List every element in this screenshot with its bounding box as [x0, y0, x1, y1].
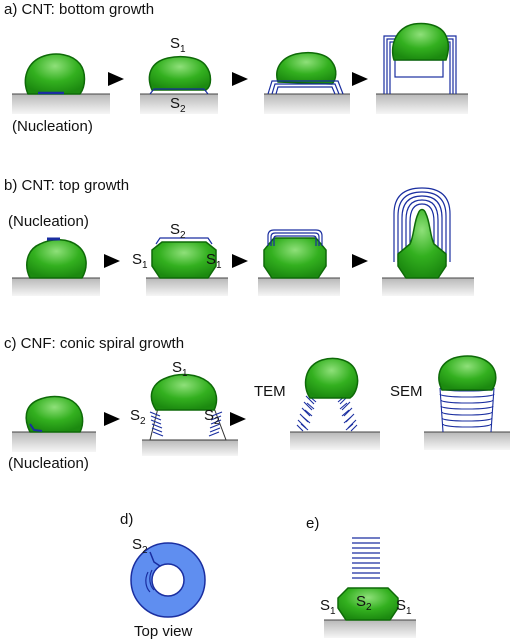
- panel-b-stage-2: [146, 237, 228, 296]
- spiral-graphene-layers-right: [337, 395, 358, 432]
- catalyst-particle: [438, 355, 497, 391]
- panel-c-s2-right-label: S2: [204, 407, 220, 427]
- catalyst-particle: [263, 237, 327, 279]
- panel-b-s1-left-label: S1: [132, 251, 148, 271]
- nanotube-wall: [149, 88, 209, 95]
- catalyst-particle: [397, 208, 447, 279]
- panel-d: d) S2 Top view: [120, 511, 206, 640]
- arrow-right-icon: [104, 254, 120, 268]
- catalyst-particle: [276, 51, 337, 85]
- catalyst-particle: [151, 241, 217, 279]
- panel-c: c) CNF: conic spiral growth (Nucleation): [4, 335, 510, 472]
- nanotube-wall: [275, 86, 336, 95]
- panel-a-heading: a) CNT: bottom growth: [4, 1, 154, 18]
- panel-b-stage-1: [12, 237, 100, 296]
- nanotube-wall: [273, 235, 317, 246]
- panel-b: b) CNT: top growth (Nucleation) S2 S1 S1: [4, 177, 474, 296]
- panel-b-s1-right-label: S1: [206, 251, 222, 271]
- arrow-right-icon: [232, 72, 248, 86]
- substrate: [146, 278, 228, 296]
- panel-a-stage-1: [12, 53, 110, 114]
- spiral-graphene-layers-left: [296, 395, 317, 432]
- panel-e-s1-right-label: S1: [396, 597, 412, 617]
- nanotube-wall: [405, 199, 439, 262]
- arrow-right-icon: [232, 254, 248, 268]
- catalyst-particle: [24, 53, 86, 95]
- panel-b-stage-4: [382, 187, 474, 296]
- panel-a-stage-4: [376, 22, 468, 114]
- catalyst-particle: [337, 587, 399, 621]
- panel-c-tem-label: TEM: [254, 383, 286, 400]
- substrate: [140, 94, 218, 114]
- substrate: [12, 278, 100, 296]
- catalyst-particle: [304, 357, 359, 399]
- arrow-right-icon: [352, 72, 368, 86]
- panel-d-s2-label: S2: [132, 536, 148, 556]
- catalyst-particle: [150, 373, 218, 411]
- nucleation-cap: [29, 423, 43, 432]
- nanotube-wall: [393, 187, 451, 262]
- panel-b-s2-label: S2: [170, 221, 186, 241]
- spiral-ring-top-view: [130, 542, 206, 618]
- panel-a-nucleation-label: (Nucleation): [12, 118, 93, 135]
- substrate: [290, 432, 380, 450]
- nanotube-wall: [270, 232, 320, 246]
- panel-b-stage-3: [258, 229, 340, 296]
- substrate: [324, 620, 416, 638]
- substrate: [12, 94, 110, 114]
- spiral-graphene-layers-left: [149, 411, 164, 437]
- panel-c-stage-1: [12, 395, 96, 452]
- nanotube-wall: [401, 195, 443, 262]
- panel-d-caption: Top view: [134, 623, 193, 640]
- panel-e-s1-left-label: S1: [320, 597, 336, 617]
- arrow-right-icon: [104, 412, 120, 426]
- catalyst-particle: [391, 22, 450, 61]
- panel-b-heading: b) CNT: top growth: [4, 177, 129, 194]
- panel-c-stage-tem: [290, 357, 380, 450]
- substrate: [12, 432, 96, 452]
- nanotube-wall: [397, 191, 447, 262]
- substrate: [264, 94, 350, 114]
- substrate: [382, 278, 474, 296]
- catalyst-particle: [148, 55, 212, 91]
- panel-c-s1-label: S1: [172, 359, 188, 379]
- hollow-core: [394, 59, 444, 78]
- catalyst-particle: [26, 239, 87, 279]
- nanotube-wall: [267, 229, 323, 246]
- arrow-right-icon: [352, 254, 368, 268]
- substrate: [142, 440, 238, 456]
- panel-c-s2-left-label: S2: [130, 407, 146, 427]
- nanotube-wall: [267, 80, 344, 95]
- substrate: [424, 432, 510, 450]
- panel-a: a) CNT: bottom growth (Nucleation) S1 S2: [4, 1, 468, 135]
- panel-b-nucleation-label: (Nucleation): [8, 213, 89, 230]
- substrate: [258, 278, 340, 296]
- spiral-graphene-layers-right: [208, 411, 223, 437]
- nanotube-wall: [155, 237, 213, 245]
- graphene-stack: [352, 537, 380, 579]
- substrate: [376, 94, 468, 114]
- nanotube-wall: [409, 203, 435, 262]
- panel-a-s1-label: S1: [170, 35, 186, 55]
- panel-e-s2-label: S2: [356, 593, 372, 613]
- panel-a-s2-label: S2: [170, 95, 186, 115]
- panel-c-stage-2: [142, 373, 238, 456]
- panel-c-nucleation-label: (Nucleation): [8, 455, 89, 472]
- arrow-right-icon: [108, 72, 124, 86]
- arrow-right-icon: [230, 412, 246, 426]
- panel-e: e) S1 S2 S1: [306, 515, 416, 638]
- panel-a-stage-2: [140, 55, 218, 114]
- panel-e-heading: e): [306, 515, 319, 532]
- panel-c-sem-label: SEM: [390, 383, 423, 400]
- panel-d-heading: d): [120, 511, 133, 528]
- nanotube-wall: [271, 83, 340, 95]
- panel-a-stage-3: [264, 51, 350, 114]
- panel-c-heading: c) CNF: conic spiral growth: [4, 335, 184, 352]
- catalyst-particle: [25, 395, 84, 433]
- spiral-graphene-layers: [439, 387, 495, 433]
- panel-c-stage-sem: [424, 355, 510, 450]
